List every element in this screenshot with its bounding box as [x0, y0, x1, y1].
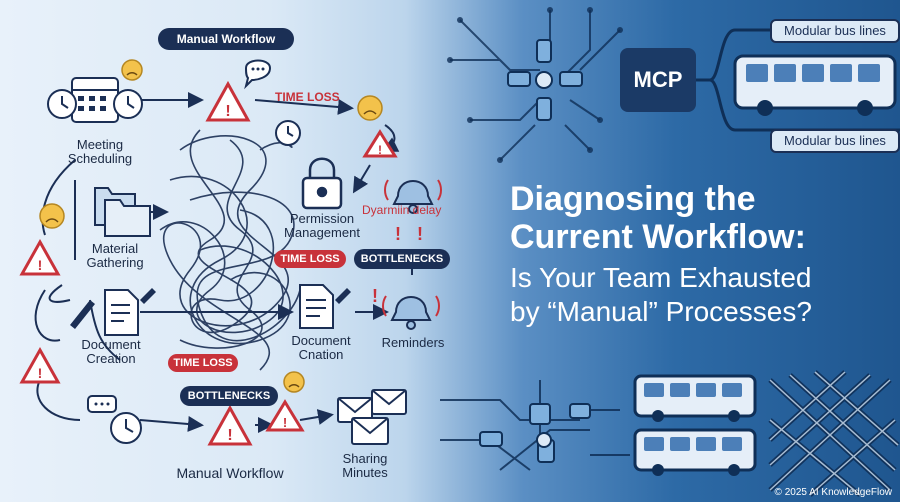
- label-line: Minutes: [342, 465, 388, 480]
- label-line: Scheduling: [67, 151, 133, 166]
- folder-icon: [94, 187, 151, 237]
- label-document-cnation: Document Cnation: [276, 334, 366, 362]
- svg-text:!: !: [395, 224, 401, 244]
- badge-manual-workflow: Manual Workflow: [158, 28, 294, 50]
- svg-text:!: !: [283, 415, 287, 430]
- mcp-box: MCP: [620, 48, 696, 112]
- svg-text:!: !: [225, 103, 230, 120]
- label-modular-bus-lines-bottom: Modular bus lines: [770, 129, 900, 153]
- svg-text:!: !: [372, 286, 378, 306]
- envelope-icon: [337, 389, 407, 445]
- label-line: Material: [91, 241, 139, 256]
- headline-line-4: by “Manual” Processes?: [510, 296, 812, 327]
- warning-icon: [19, 80, 398, 446]
- tag-bottlenecks-mid: BOTTLENECKS: [354, 249, 450, 269]
- svg-text:!: !: [38, 257, 43, 273]
- pen-icon: [70, 288, 156, 329]
- label-modular-bus-lines-top: Modular bus lines: [770, 19, 900, 43]
- clock-icon: [47, 89, 301, 444]
- label-meeting-scheduling: Meeting Scheduling: [50, 138, 150, 166]
- headline-line-2: Current Workflow:: [510, 218, 806, 256]
- label-material-gathering: Material Gathering: [70, 242, 160, 270]
- tag-bottlenecks-low: BOTTLENECKS: [180, 386, 278, 406]
- bell-icon: [390, 180, 434, 330]
- calendar-icon: [71, 77, 119, 123]
- svg-text:!: !: [227, 427, 232, 444]
- label-sharing-minutes: Sharing Minutes: [320, 452, 410, 480]
- lock-icon: [301, 157, 343, 210]
- label-line: Document: [291, 333, 351, 348]
- label-line: Cnation: [298, 347, 344, 362]
- label-line: Gathering: [86, 255, 144, 270]
- label-reminders: Reminders: [381, 335, 445, 350]
- label-line: Meeting: [76, 137, 124, 152]
- label-line: Creation: [86, 351, 136, 366]
- tag-dyarmiin-delay: Dyarmiin delay: [362, 203, 442, 217]
- tag-time-loss-low: TIME LOSS: [168, 354, 238, 372]
- tag-time-loss: TIME LOSS: [275, 90, 340, 104]
- svg-text:!: !: [38, 365, 43, 381]
- label-permission-management: Permission Management: [272, 212, 372, 240]
- tangled-lines: [159, 129, 301, 371]
- label-line: Management: [284, 225, 360, 240]
- label-line: Sharing: [342, 451, 388, 466]
- tag-time-loss-mid: TIME LOSS: [274, 250, 346, 268]
- label-line: Permission: [289, 211, 355, 226]
- svg-text:!: !: [417, 224, 423, 244]
- copyright: © 2025 AI KnowledgeFlow: [774, 487, 892, 498]
- headline-line-1: Diagnosing the: [510, 180, 756, 218]
- plug-icon: [479, 403, 591, 463]
- mcp-illustration: [440, 7, 900, 497]
- document-icon: [104, 289, 139, 336]
- plug-icon: [507, 39, 583, 121]
- label-document-creation: Document Creation: [66, 338, 156, 366]
- label-manual-workflow-bottom: Manual Workflow: [176, 465, 284, 481]
- svg-text:!: !: [378, 143, 382, 157]
- label-line: Document: [81, 337, 141, 352]
- headline-line-3: Is Your Team Exhausted: [510, 262, 812, 293]
